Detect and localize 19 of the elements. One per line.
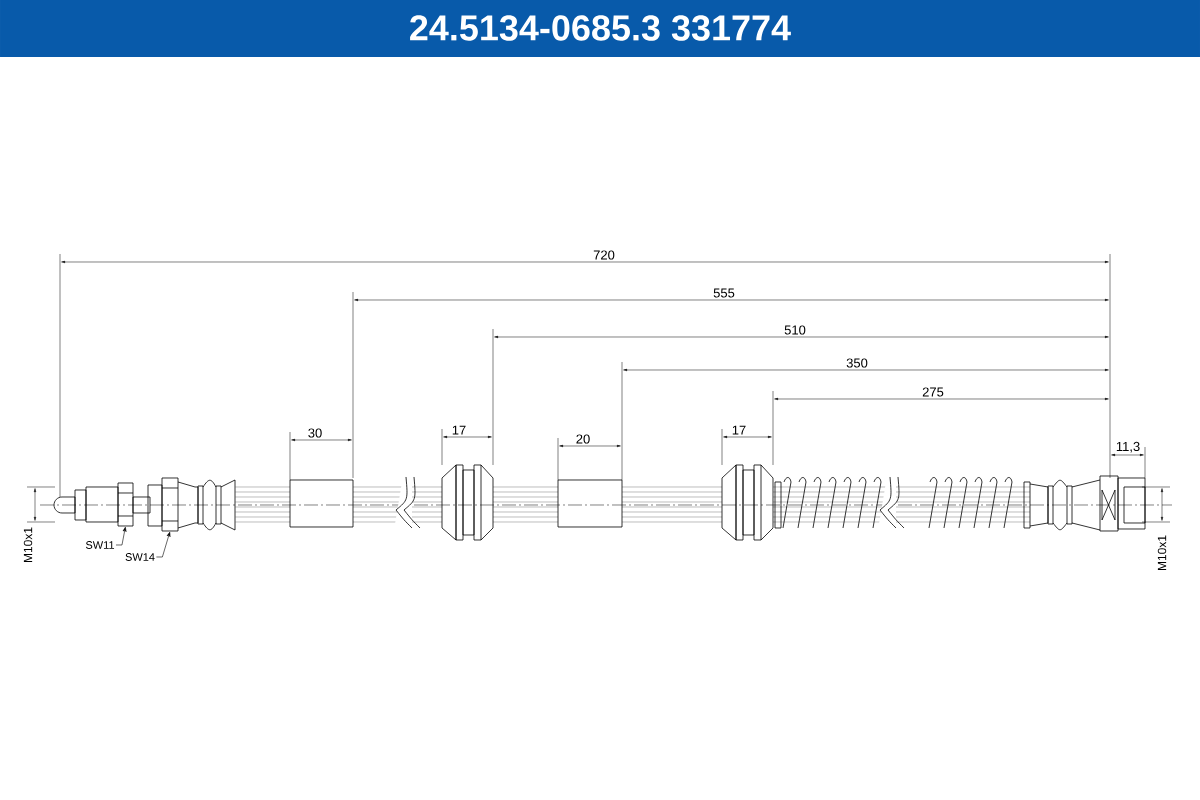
dimension-label: 510 bbox=[784, 325, 806, 335]
leader-line bbox=[156, 531, 171, 558]
leader-line bbox=[115, 526, 127, 546]
title-banner: 24.5134-0685.3 331774 bbox=[0, 0, 1200, 57]
part-label: SW11 bbox=[85, 541, 115, 549]
dimension-label: 275 bbox=[922, 387, 944, 397]
dimension-label: M10x1 bbox=[1157, 535, 1167, 570]
dimension-label: 17 bbox=[452, 425, 466, 435]
part-label: SW14 bbox=[125, 553, 155, 561]
dimension-label: 350 bbox=[846, 358, 868, 368]
dimension-label: 11,3 bbox=[1116, 441, 1140, 453]
dimension-label: 30 bbox=[308, 428, 322, 438]
dimension-label: 720 bbox=[593, 250, 615, 260]
dimension-label: 17 bbox=[732, 425, 746, 435]
dimension-label: 20 bbox=[576, 434, 590, 444]
dimension-label: 555 bbox=[713, 288, 735, 298]
dimension-label: M10x1 bbox=[23, 527, 33, 562]
hex-nut bbox=[161, 477, 179, 532]
hex-nut bbox=[117, 482, 134, 527]
